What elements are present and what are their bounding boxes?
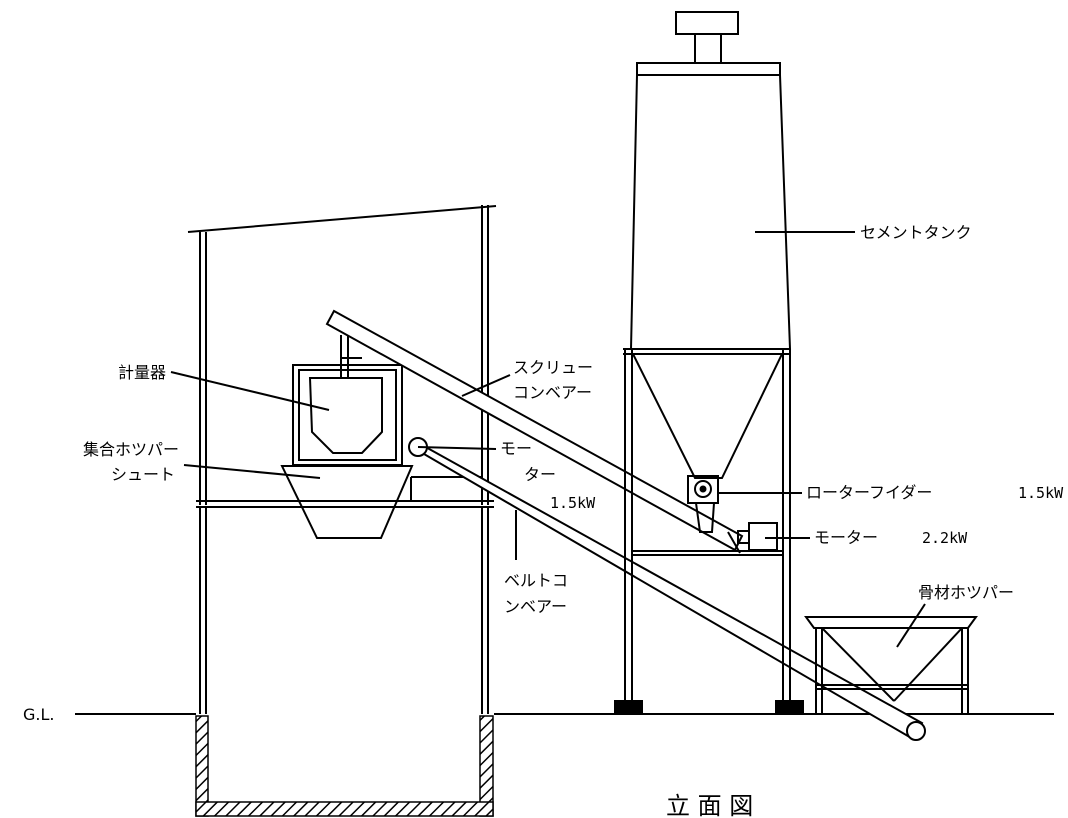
rotor-feeder-power-label: 1.5kW xyxy=(1018,484,1064,502)
belt-motor-power-label: 1.5kW xyxy=(550,494,596,512)
cement-tank xyxy=(629,11,792,350)
rotor-feeder-label: ローターフイダー xyxy=(806,483,932,502)
belt-conveyor-label-line2: ンベアー xyxy=(504,597,567,616)
collecting-hopper-label-line1: 集合ホツパー xyxy=(83,440,179,459)
ground-level-label: G.L. xyxy=(23,705,54,724)
screw-conveyor-label-line1: スクリュー xyxy=(513,358,593,377)
aggregate-hopper-label: 骨材ホツパー xyxy=(918,583,1014,602)
diagram-title: 立 面 図 xyxy=(666,792,753,818)
belt-conveyor xyxy=(408,437,926,741)
belt-motor-label-line1: モー xyxy=(500,439,532,458)
screw-motor-power-label: 2.2kW xyxy=(922,529,968,547)
tank-support-structure xyxy=(614,348,804,714)
aggregate-hopper xyxy=(804,616,978,714)
collecting-hopper-label-line2: シュート xyxy=(111,465,175,484)
collecting-hopper xyxy=(280,465,414,539)
cement-tank-label: セメントタンク xyxy=(860,223,972,242)
screw-conveyor-label-line2: コンベアー xyxy=(513,383,592,402)
screw-conveyor xyxy=(325,309,744,554)
weigher-label: 計量器 xyxy=(118,363,166,382)
belt-motor-label-line2: ター xyxy=(524,465,556,484)
screw-motor-label: モーター xyxy=(814,528,878,547)
rotor-feeder xyxy=(687,475,719,533)
belt-conveyor-label-line1: ベルトコ xyxy=(504,571,568,590)
screw-motor xyxy=(737,522,778,551)
leader-lines xyxy=(170,231,926,648)
pit-foundation xyxy=(195,715,494,817)
